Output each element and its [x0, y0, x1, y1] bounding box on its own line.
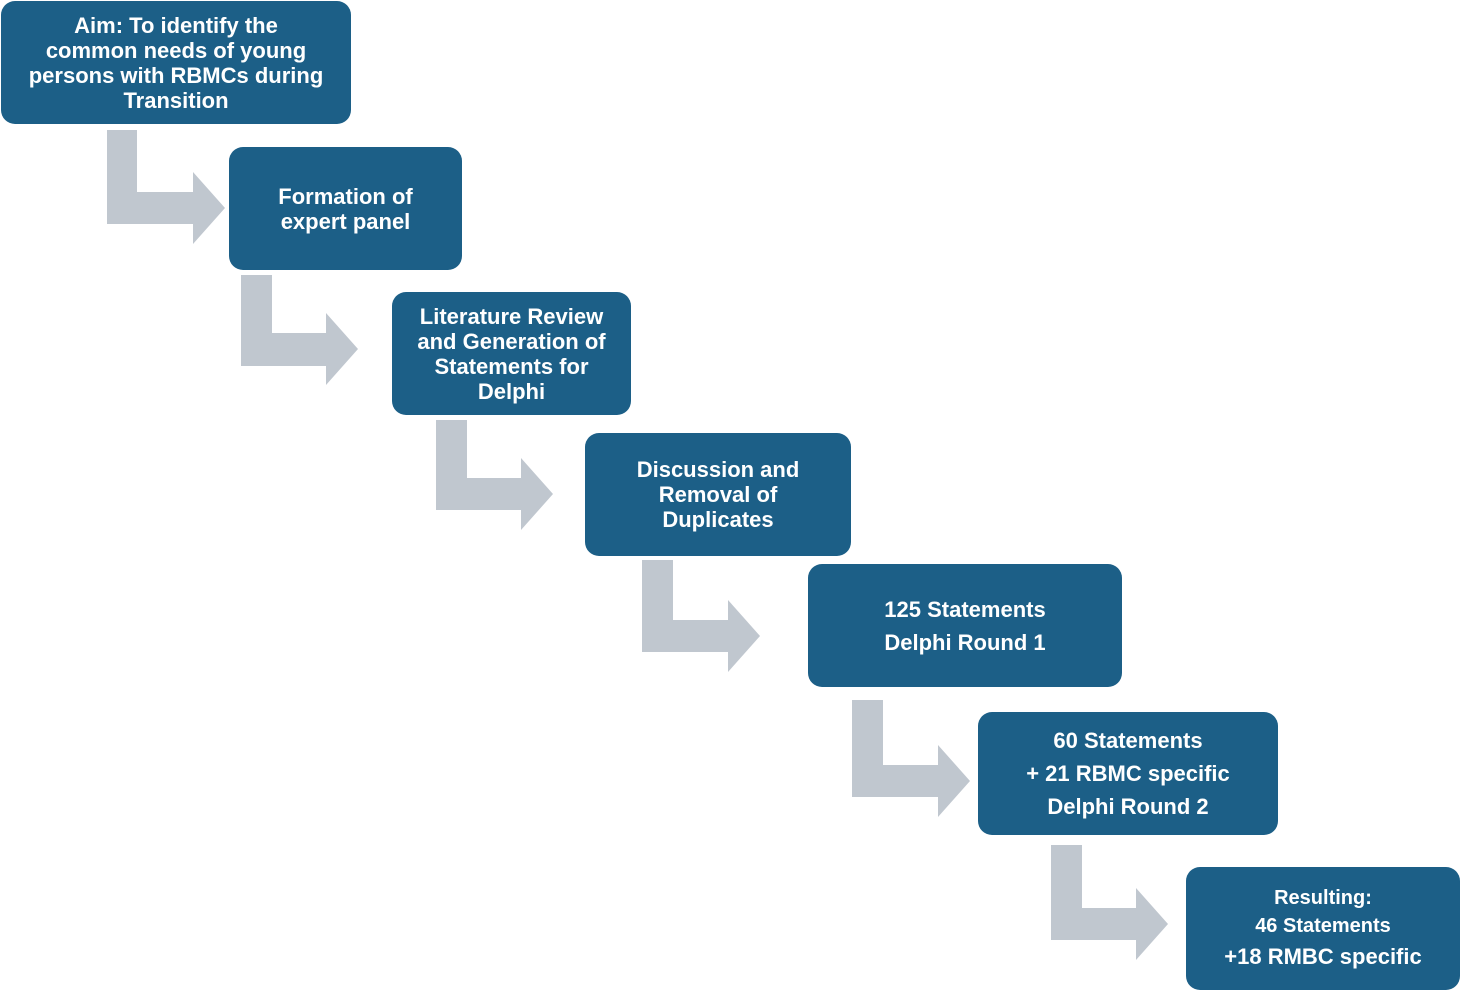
step-aim-line-2: common needs of young [45, 37, 307, 63]
step-result-line-3: +18 RMBC specific [1224, 943, 1422, 969]
step-expert-panel-line-1: Formation of [278, 183, 413, 209]
step-delphi-round-2-line-1: 60 Statements [1053, 728, 1203, 753]
elbow-arrow-icon [852, 700, 970, 817]
step-delphi-round-1: 125 Statements Delphi Round 1 [808, 564, 1122, 687]
elbow-arrow-icon [642, 560, 760, 672]
step-discussion-line-3: Duplicates [662, 507, 774, 532]
step-literature-review-line-1: Literature Review [419, 303, 604, 329]
step-discussion-line-2: Removal of [658, 482, 778, 507]
step-expert-panel-line-2: expert panel [280, 208, 411, 234]
step-delphi-round-1-line-2: Delphi Round 1 [884, 629, 1046, 655]
step-literature-review-line-4: Delphi [477, 378, 546, 404]
step-aim: Aim: To identify the common needs of you… [1, 1, 351, 124]
step-discussion-line-1: Discussion and [636, 457, 800, 482]
step-literature-review: Literature Review and Generation of Stat… [392, 292, 631, 415]
step-expert-panel: Formation of expert panel [229, 147, 462, 270]
step-result: Resulting: 46 Statements +18 RMBC specif… [1186, 867, 1460, 990]
step-delphi-round-2-line-2: + 21 RBMC specific [1026, 761, 1230, 786]
elbow-arrow-icon [1051, 845, 1168, 960]
step-result-line-2: 46 Statements [1255, 914, 1391, 937]
step-delphi-round-2-line-3: Delphi Round 2 [1047, 794, 1209, 819]
step-aim-line-1: Aim: To identify the [74, 12, 278, 38]
step-result-line-1: Resulting: [1274, 886, 1372, 909]
elbow-arrow-icon [241, 275, 358, 385]
step-delphi-round-2: 60 Statements + 21 RBMC specific Delphi … [978, 712, 1278, 835]
step-discussion: Discussion and Removal of Duplicates [585, 433, 851, 556]
step-delphi-round-1-line-1: 125 Statements [884, 596, 1046, 622]
elbow-arrow-icon [107, 130, 225, 244]
step-literature-review-line-3: Statements for [434, 353, 589, 379]
step-literature-review-line-2: and Generation of [417, 328, 606, 354]
step-aim-line-4: Transition [123, 87, 229, 113]
elbow-arrow-icon [436, 420, 553, 530]
step-aim-line-3: persons with RBMCs during [28, 62, 324, 88]
